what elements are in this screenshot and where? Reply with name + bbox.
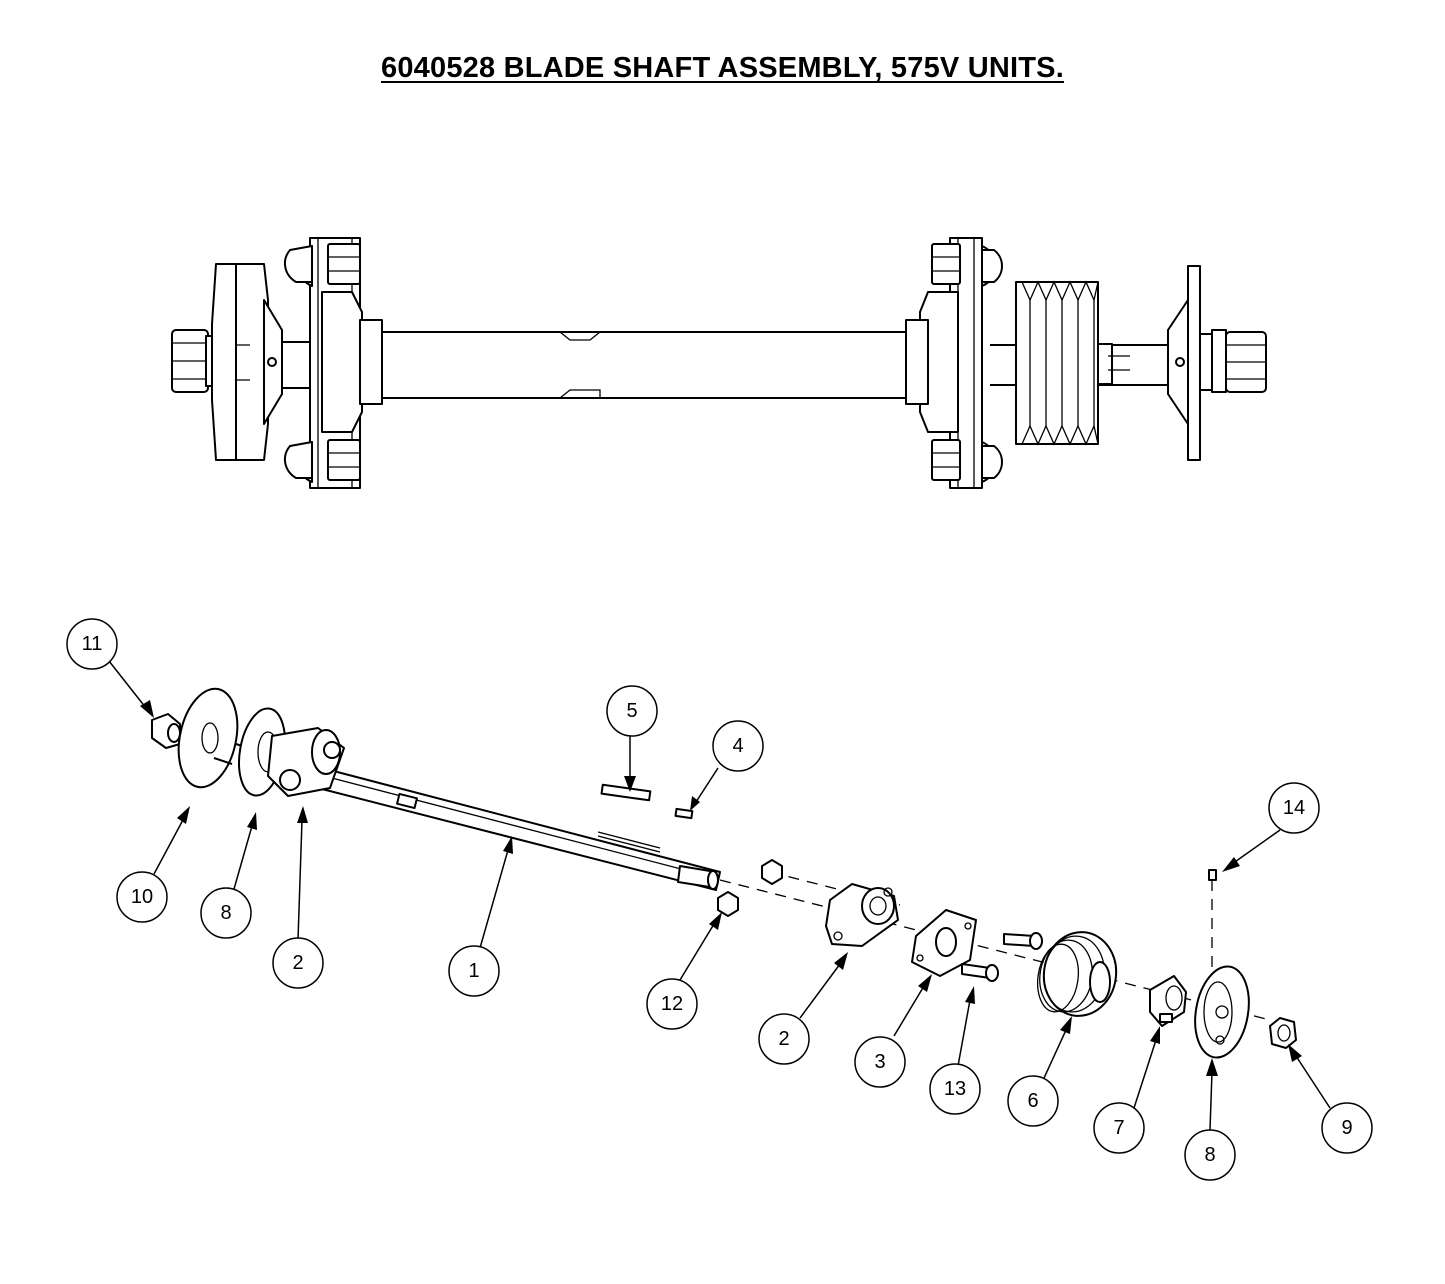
- svg-text:10: 10: [131, 886, 153, 908]
- callout-8-right: 8: [1184, 1129, 1236, 1181]
- svg-text:12: 12: [661, 993, 683, 1015]
- svg-text:7: 7: [1113, 1117, 1124, 1139]
- svg-text:6: 6: [1027, 1090, 1038, 1112]
- bearing-spacer-plate: [911, 909, 977, 977]
- nut-left: [151, 713, 181, 749]
- svg-text:2: 2: [292, 952, 303, 974]
- callout-4: 4: [712, 720, 764, 772]
- callout-12: 12: [646, 978, 698, 1030]
- svg-text:9: 9: [1341, 1117, 1352, 1139]
- callout-9: 9: [1321, 1102, 1373, 1154]
- taper-bushing: [1149, 975, 1187, 1027]
- flange-nut-lower: [717, 891, 739, 917]
- callout-6: 6: [1007, 1075, 1059, 1127]
- callout-14: 14: [1268, 782, 1320, 834]
- bolt-upper: [1003, 932, 1043, 950]
- bearing-left: [267, 727, 345, 797]
- svg-text:14: 14: [1283, 797, 1305, 819]
- blade-adapter-right: [1194, 965, 1250, 1059]
- exploded-view: [151, 687, 1297, 1059]
- nut-right: [1269, 1017, 1297, 1049]
- key-short: [674, 807, 694, 820]
- blade-shaft: [317, 767, 721, 891]
- callout-13: 13: [929, 1063, 981, 1115]
- svg-text:11: 11: [82, 633, 103, 655]
- callout-2-right: 2: [758, 1013, 810, 1065]
- callout-5: 5: [606, 685, 658, 737]
- svg-text:1: 1: [468, 960, 479, 982]
- svg-text:13: 13: [944, 1078, 966, 1100]
- sheave: [1036, 931, 1118, 1017]
- svg-text:8: 8: [220, 902, 231, 924]
- callout-8-left: 8: [200, 887, 252, 939]
- drawing-title: 6040528 BLADE SHAFT ASSEMBLY, 575V UNITS…: [381, 52, 1064, 84]
- bolt-lower: [961, 963, 999, 982]
- key-long: [600, 783, 652, 802]
- callout-7: 7: [1093, 1102, 1145, 1154]
- callout-11: 11: [66, 618, 118, 670]
- svg-text:3: 3: [874, 1051, 885, 1073]
- set-screw: [1208, 869, 1217, 881]
- callout-1: 1: [448, 945, 500, 997]
- svg-text:4: 4: [732, 735, 743, 757]
- callout-10: 10: [116, 871, 168, 923]
- callout-2-left: 2: [272, 937, 324, 989]
- callout-leaders: [108, 660, 1331, 1131]
- assembled-shaft-view: [171, 237, 1267, 489]
- blade-washer-left: [177, 687, 249, 789]
- svg-text:5: 5: [626, 700, 637, 722]
- flange-nut-upper: [761, 859, 783, 885]
- bearing-right: [825, 883, 899, 947]
- svg-text:2: 2: [778, 1028, 789, 1050]
- svg-text:8: 8: [1204, 1144, 1215, 1166]
- callout-3: 3: [854, 1036, 906, 1088]
